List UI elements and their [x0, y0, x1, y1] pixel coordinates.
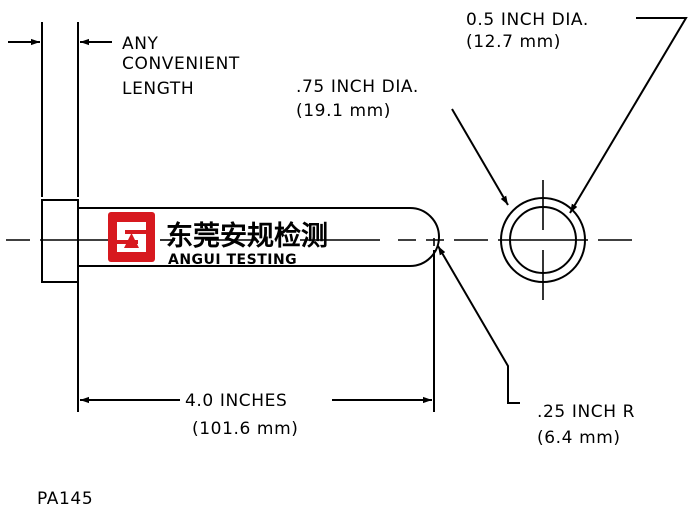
- length-dim-label-line1: 4.0 INCHES: [185, 391, 287, 411]
- large-dia-leader: [451, 108, 509, 206]
- end-view: [454, 180, 632, 300]
- length-extension-lines: [8, 22, 112, 197]
- length-label-line1: ANY: [122, 34, 159, 54]
- large-dia-label-line1: .75 INCH DIA.: [296, 77, 419, 97]
- length-label-line2: CONVENIENT: [122, 54, 240, 74]
- large-dia-label-line2: (19.1 mm): [296, 101, 391, 121]
- length-dimension: [77, 250, 435, 412]
- small-dia-label-line1: 0.5 INCH DIA.: [466, 10, 589, 30]
- radius-label-line2: (6.4 mm): [537, 428, 621, 448]
- watermark-chinese-name: 东莞安规检测: [166, 220, 328, 252]
- radius-label-line1: .25 INCH R: [537, 402, 635, 422]
- angui-logo-mark: [108, 212, 155, 262]
- angui-watermark: 东莞安规检测 ANGUI TESTING: [108, 212, 328, 268]
- radius-leader: [437, 245, 520, 404]
- probe-handle: [41, 199, 79, 283]
- probe-body: [41, 199, 440, 283]
- figure-id: PA145: [37, 489, 93, 509]
- watermark-english-name: ANGUI TESTING: [168, 252, 297, 268]
- length-dim-label-line2: (101.6 mm): [192, 419, 298, 439]
- length-label-line3: LENGTH: [122, 79, 194, 99]
- small-dia-label-line2: (12.7 mm): [466, 32, 561, 52]
- small-dia-leader: [569, 17, 688, 214]
- probe-shaft: [78, 207, 440, 267]
